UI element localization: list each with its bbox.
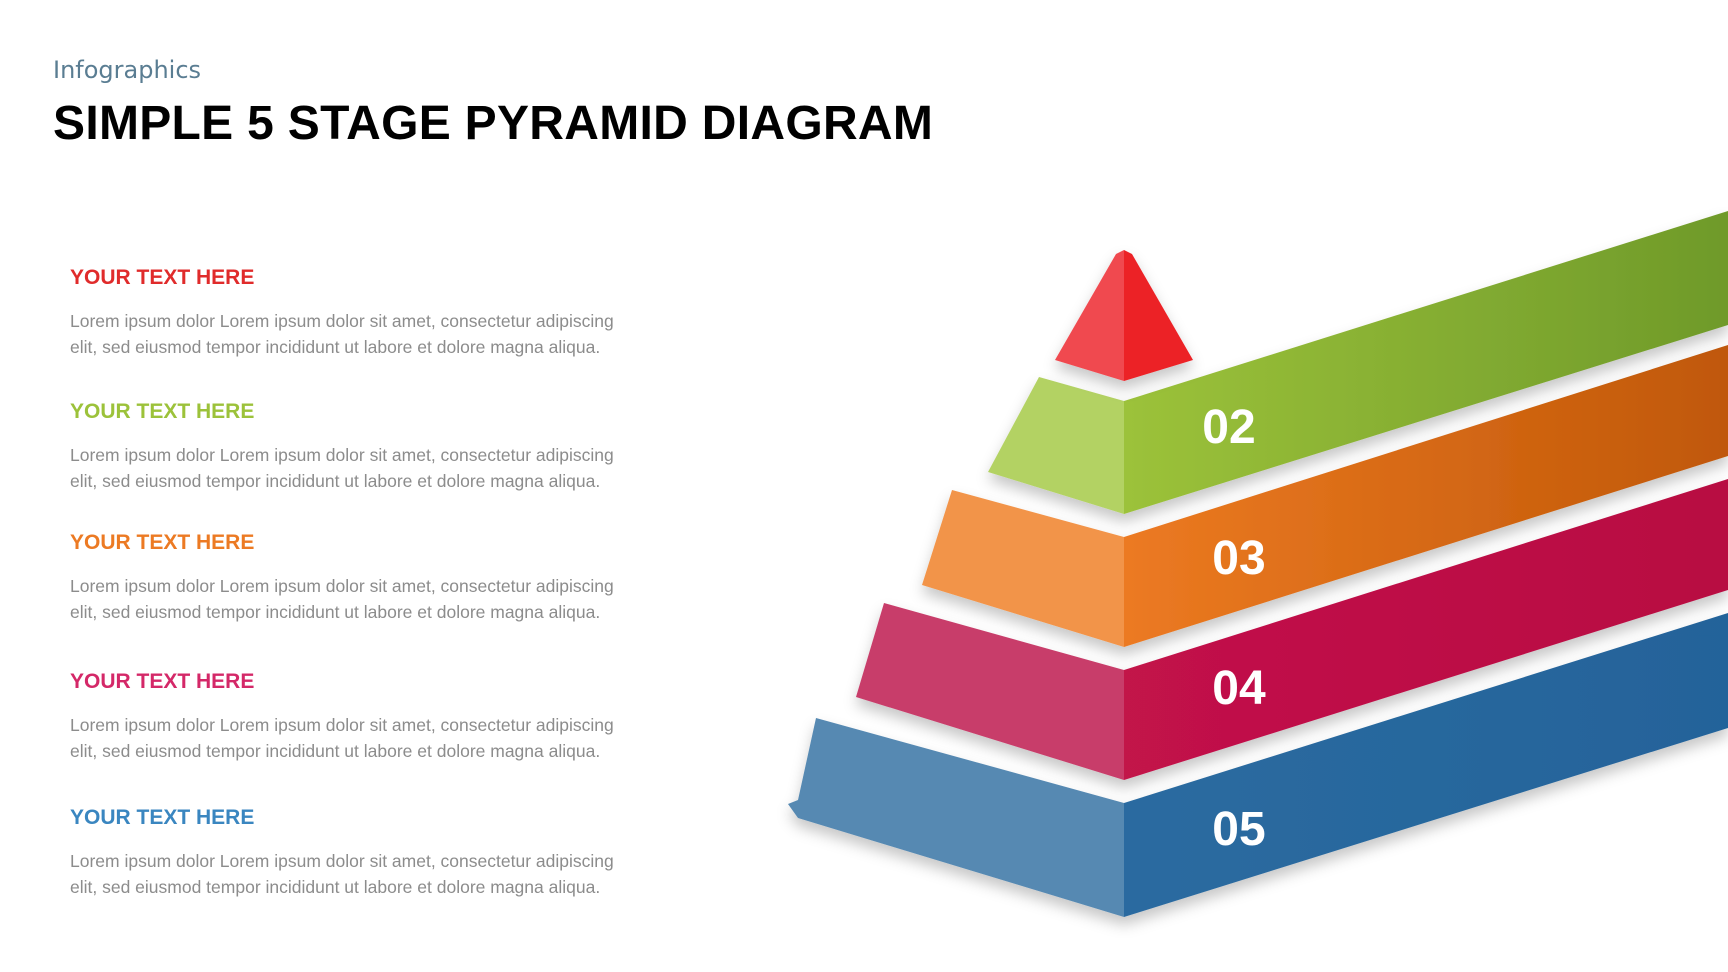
tier-01-left-face bbox=[1055, 250, 1124, 381]
item-body: Lorem ipsum dolor Lorem ipsum dolor sit … bbox=[70, 442, 670, 494]
list-item-1: YOUR TEXT HERE Lorem ipsum dolor Lorem i… bbox=[70, 266, 670, 360]
item-body: Lorem ipsum dolor Lorem ipsum dolor sit … bbox=[70, 573, 670, 625]
item-body-line: Lorem ipsum dolor Lorem ipsum dolor sit … bbox=[70, 851, 614, 871]
item-heading: YOUR TEXT HERE bbox=[70, 400, 255, 423]
tier-05-band bbox=[1124, 613, 1728, 917]
tier-number-02: 02 bbox=[1202, 401, 1255, 454]
tier-03-left-face bbox=[922, 490, 1124, 647]
item-body-line: Lorem ipsum dolor Lorem ipsum dolor sit … bbox=[70, 576, 614, 596]
item-body: Lorem ipsum dolor Lorem ipsum dolor sit … bbox=[70, 308, 670, 360]
header-subtitle: Infographics bbox=[53, 56, 202, 84]
tier-number-03: 03 bbox=[1212, 532, 1265, 585]
pyramid-tier-05 bbox=[788, 613, 1728, 917]
item-body-line: Lorem ipsum dolor Lorem ipsum dolor sit … bbox=[70, 311, 614, 331]
item-heading: YOUR TEXT HERE bbox=[70, 531, 255, 554]
item-heading: YOUR TEXT HERE bbox=[70, 670, 255, 693]
pyramid-tier-02 bbox=[988, 211, 1728, 514]
item-heading: YOUR TEXT HERE bbox=[70, 806, 255, 829]
tier-03-band bbox=[1124, 345, 1728, 647]
item-body-line: elit, sed eiusmod tempor incididunt ut l… bbox=[70, 602, 601, 622]
item-heading: YOUR TEXT HERE bbox=[70, 266, 255, 289]
tier-05-left-face bbox=[788, 718, 1124, 917]
tier-01-right-face bbox=[1124, 250, 1193, 381]
tier-02-band bbox=[1124, 211, 1728, 514]
tier-number-05: 05 bbox=[1212, 803, 1265, 856]
tier-02-left-face bbox=[988, 377, 1124, 514]
list-item-5: YOUR TEXT HERE Lorem ipsum dolor Lorem i… bbox=[70, 806, 670, 900]
item-body: Lorem ipsum dolor Lorem ipsum dolor sit … bbox=[70, 848, 670, 900]
tier-04-band bbox=[1124, 479, 1728, 780]
item-body-line: Lorem ipsum dolor Lorem ipsum dolor sit … bbox=[70, 445, 614, 465]
list-item-4: YOUR TEXT HERE Lorem ipsum dolor Lorem i… bbox=[70, 670, 670, 764]
item-body-line: elit, sed eiusmod tempor incididunt ut l… bbox=[70, 877, 601, 897]
tier-04-left-face bbox=[856, 603, 1124, 780]
pyramid-tier-03 bbox=[922, 345, 1728, 647]
item-body-line: elit, sed eiusmod tempor incididunt ut l… bbox=[70, 741, 601, 761]
item-body: Lorem ipsum dolor Lorem ipsum dolor sit … bbox=[70, 712, 670, 764]
item-body-line: elit, sed eiusmod tempor incididunt ut l… bbox=[70, 337, 601, 357]
page-title: SIMPLE 5 STAGE PYRAMID DIAGRAM bbox=[53, 97, 934, 150]
pyramid-tier-01 bbox=[1055, 250, 1193, 381]
item-body-line: elit, sed eiusmod tempor incididunt ut l… bbox=[70, 471, 601, 491]
item-body-line: Lorem ipsum dolor Lorem ipsum dolor sit … bbox=[70, 715, 614, 735]
list-item-3: YOUR TEXT HERE Lorem ipsum dolor Lorem i… bbox=[70, 531, 670, 625]
pyramid-tier-04 bbox=[856, 479, 1728, 780]
list-item-2: YOUR TEXT HERE Lorem ipsum dolor Lorem i… bbox=[70, 400, 670, 494]
tier-number-04: 04 bbox=[1212, 662, 1266, 715]
